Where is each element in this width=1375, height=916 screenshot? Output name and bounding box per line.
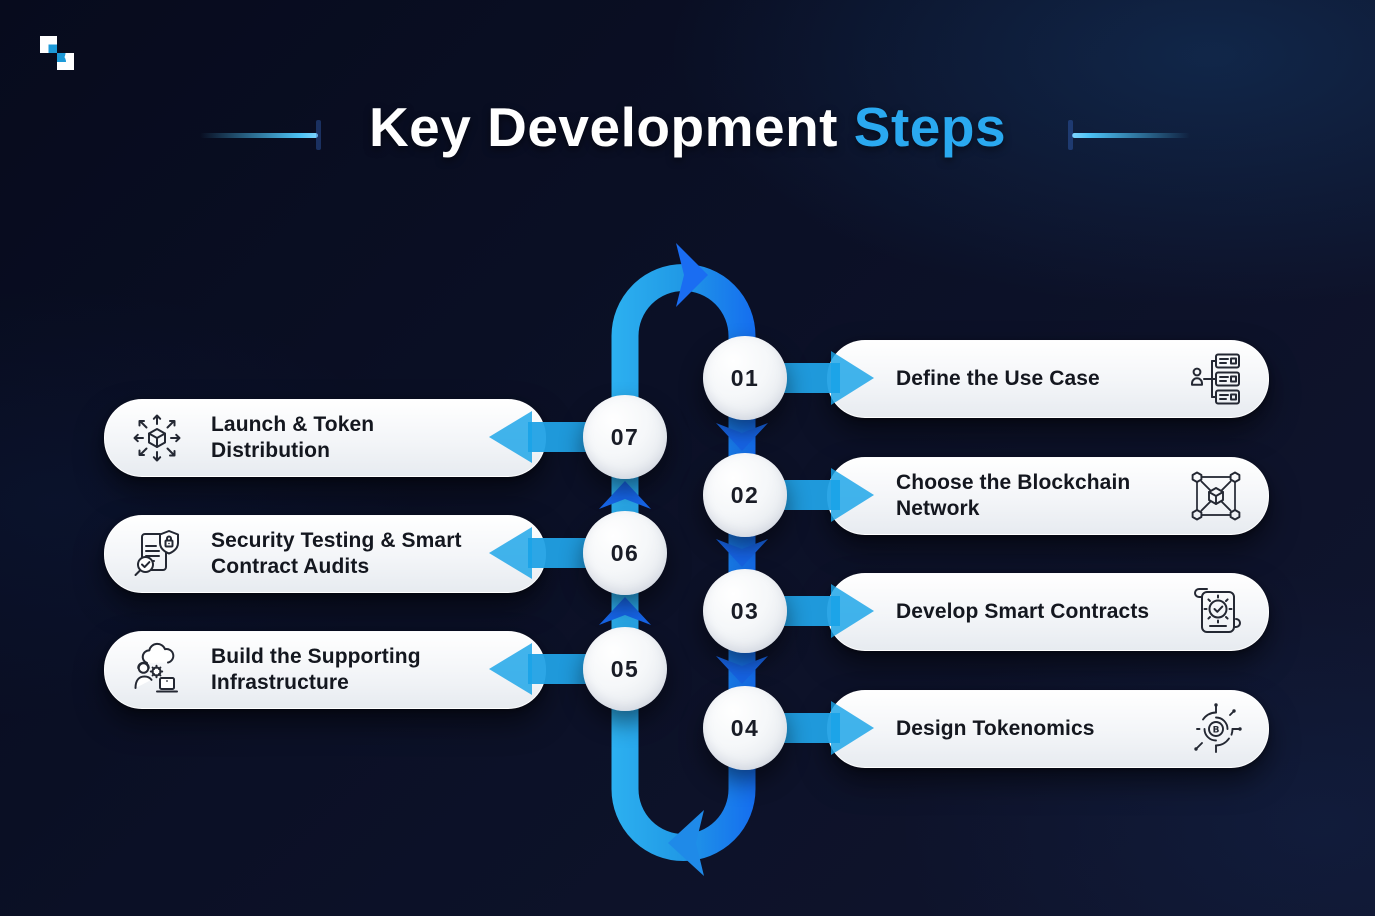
- chevron-down-icon: [716, 423, 768, 451]
- step-label: Develop Smart Contracts: [896, 599, 1150, 623]
- step-number-text: 02: [730, 481, 760, 508]
- step-number-text: 07: [610, 423, 640, 450]
- step-label: Build the Supporting Infrastructure: [211, 644, 421, 694]
- step-label: Define the Use Case: [896, 366, 1100, 390]
- title-line-left: [200, 133, 318, 138]
- step-card-05: Build the Supporting Infrastructure: [104, 631, 546, 709]
- step-number-text: 04: [730, 714, 760, 741]
- step-number-text: 01: [730, 364, 760, 391]
- svg-text:B: B: [1213, 726, 1220, 736]
- step-card-06: Security Testing & Smart Contract Audits: [104, 515, 546, 593]
- blockchain-network-icon: [1191, 471, 1241, 521]
- step-card-03: Develop Smart Contracts: [827, 573, 1269, 651]
- tokenomics-icon: B: [1194, 703, 1242, 753]
- step-card-07: Launch & Token Distribution: [104, 399, 546, 477]
- step-card-04: Design Tokenomics B: [827, 690, 1269, 768]
- brand-logo: [40, 36, 74, 70]
- loop-arrowhead-bottom: [668, 810, 704, 876]
- chevron-down-icon: [716, 539, 768, 567]
- step-label: Design Tokenomics: [896, 716, 1095, 740]
- page-title: Key Development Steps: [0, 100, 1375, 155]
- step-label: Security Testing & Smart Contract Audits: [211, 528, 462, 578]
- step-card-02: Choose the Blockchain Network: [827, 457, 1269, 535]
- chevron-up-icon: [599, 481, 651, 509]
- infrastructure-icon: [134, 642, 178, 693]
- step-number-06: 06: [583, 511, 667, 595]
- step-label: Launch & Token Distribution: [211, 412, 375, 462]
- chevron-up-icon: [599, 597, 651, 625]
- title-line-right: [1072, 133, 1190, 138]
- step-number-03: 03: [703, 569, 787, 653]
- step-number-text: 06: [610, 539, 640, 566]
- step-number-01: 01: [703, 336, 787, 420]
- step-number-07: 07: [583, 395, 667, 479]
- step-card-01: Define the Use Case: [827, 340, 1269, 418]
- smart-contract-icon: [1194, 588, 1241, 633]
- title-tick-right: [1068, 120, 1073, 150]
- step-label: Choose the Blockchain Network: [896, 470, 1131, 520]
- launch-distribution-icon: [133, 414, 181, 462]
- step-number-02: 02: [703, 453, 787, 537]
- step-number-text: 03: [730, 597, 760, 624]
- title-tick-left: [316, 120, 321, 150]
- chevron-down-icon: [716, 656, 768, 684]
- use-case-icon: [1191, 353, 1240, 405]
- title-main: Key Development: [368, 96, 838, 158]
- loop-arrowhead-top: [676, 243, 708, 307]
- title-accent: Steps: [853, 96, 1007, 158]
- step-number-05: 05: [583, 627, 667, 711]
- step-number-text: 05: [610, 655, 640, 682]
- step-number-04: 04: [703, 686, 787, 770]
- security-audit-icon: [134, 530, 179, 576]
